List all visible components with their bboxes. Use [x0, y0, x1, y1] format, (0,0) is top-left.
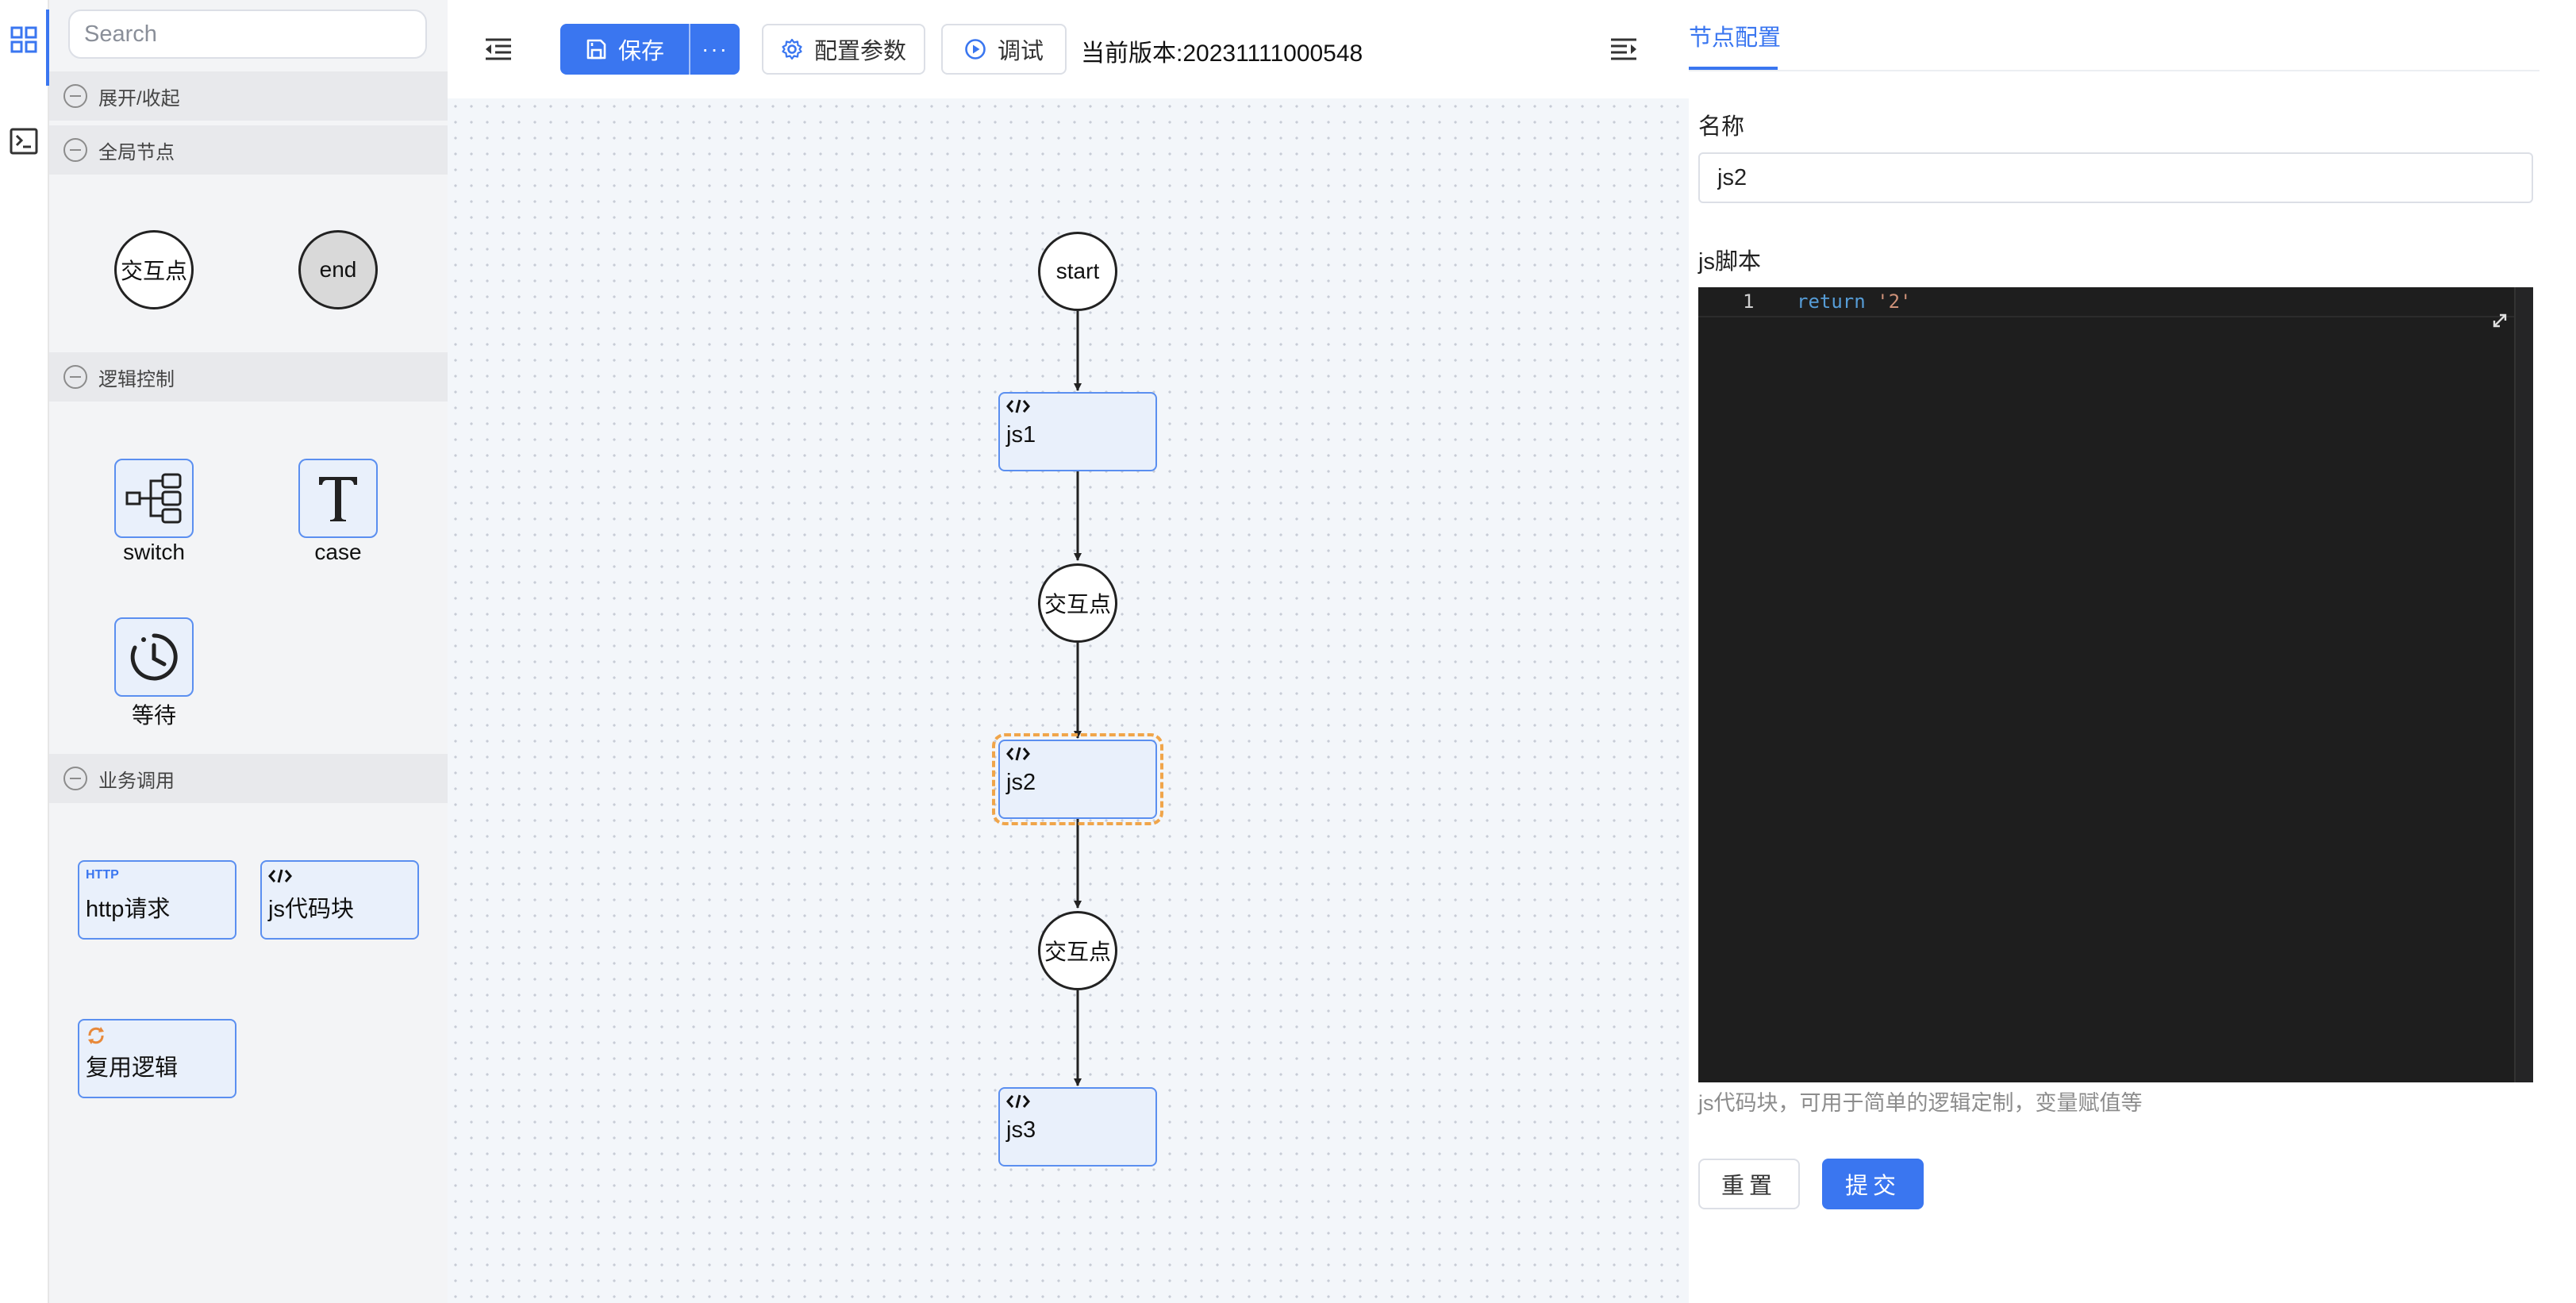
line-number: 1 [1743, 290, 1755, 313]
group-business-call[interactable]: 业务调用 [49, 754, 448, 803]
outdent-icon [486, 38, 511, 60]
flow-node-js1[interactable]: js1 [998, 392, 1157, 471]
current-line-highlight [1698, 287, 2516, 317]
node-label: js代码块 [268, 897, 354, 922]
name-input[interactable] [1698, 152, 2533, 203]
node-label: http请求 [86, 897, 171, 922]
palette-label-case: case [314, 540, 362, 564]
save-button[interactable]: 保存 [560, 24, 690, 75]
fullscreen-icon[interactable] [2490, 311, 2509, 330]
name-label: 名称 [1698, 114, 1745, 140]
indent-icon [1611, 38, 1636, 60]
timer-icon [130, 633, 178, 681]
node-label: js2 [1006, 770, 1036, 795]
gear-icon [782, 38, 802, 60]
rail-terminal-button[interactable] [0, 111, 48, 171]
node-label: js3 [1006, 1117, 1036, 1143]
flow-node-start[interactable]: start [1038, 232, 1117, 311]
collapse-sidebar-button[interactable] [479, 30, 517, 68]
palette-node-wait[interactable] [114, 617, 194, 697]
code-line: return '2' [1797, 290, 1912, 313]
palette-node-interact[interactable]: 交互点 [114, 230, 194, 309]
node-label: 复用逻辑 [86, 1055, 179, 1081]
palette-node-reuse[interactable]: 复用逻辑 [78, 1019, 236, 1098]
save-split-button: 保存 ··· [560, 24, 740, 75]
palette-label-wait: 等待 [131, 703, 176, 728]
tab-active-indicator [1689, 67, 1778, 70]
palette-node-case[interactable] [298, 459, 378, 538]
save-label: 保存 [617, 39, 664, 64]
palette-node-js[interactable]: js代码块 [260, 860, 419, 940]
toolbar: 保存 ··· 配置参数 调试 当前版本:20231111000548 [448, 0, 1689, 98]
script-hint: js代码块，可用于简单的逻辑定制，变量赋值等 [1698, 1091, 2143, 1115]
node-label: js1 [1006, 422, 1036, 448]
code-icon [1006, 1094, 1030, 1109]
search-input[interactable] [70, 11, 425, 57]
group-label: 全局节点 [98, 141, 175, 163]
toggle-config-panel-button[interactable] [1605, 30, 1643, 68]
node-label: 交互点 [1044, 592, 1111, 617]
code-keyword: return [1797, 290, 1866, 313]
switch-icon [125, 473, 182, 524]
code-string: '2' [1877, 290, 1912, 313]
script-label: js脚本 [1698, 249, 1761, 275]
collapse-circle-icon [63, 767, 87, 790]
node-label: start [1055, 259, 1100, 283]
palette-node-switch[interactable] [114, 459, 194, 538]
terminal-icon [10, 128, 38, 155]
collapse-circle-icon [63, 365, 87, 389]
text-t-icon [319, 477, 357, 521]
group-label: 业务调用 [98, 770, 175, 792]
config-tabbar: 节点配置 [1689, 0, 2539, 71]
save-icon [586, 39, 606, 60]
debug-label: 调试 [997, 39, 1044, 64]
flow-canvas[interactable]: start js1 交互点 js2 交互点 [448, 98, 1689, 1303]
submit-button[interactable]: 提交 [1822, 1159, 1924, 1209]
code-icon [1006, 399, 1030, 413]
collapse-circle-icon [63, 138, 87, 162]
node-palette: 展开/收起 全局节点 交互点 end 逻辑控制 [49, 0, 448, 1303]
palette-label-switch: switch [123, 540, 185, 564]
save-more-button[interactable]: ··· [702, 37, 729, 61]
flow-node-interact-1[interactable]: 交互点 [1038, 563, 1117, 643]
group-logic-control[interactable]: 逻辑控制 [49, 352, 448, 402]
activity-rail [0, 0, 49, 1303]
node-label: 交互点 [1044, 940, 1111, 964]
flow-node-js3[interactable]: js3 [998, 1087, 1157, 1167]
group-label: 逻辑控制 [98, 368, 175, 390]
code-icon [1006, 747, 1030, 761]
group-global-nodes[interactable]: 全局节点 [49, 125, 448, 175]
http-tag-icon: HTTP [86, 868, 119, 882]
script-editor[interactable]: 1 return '2' [1698, 287, 2533, 1082]
palette-node-http[interactable]: HTTP http请求 [78, 860, 236, 940]
editor-scrollbar[interactable] [2514, 287, 2533, 1082]
palette-node-end[interactable]: end [298, 230, 378, 309]
play-circle-icon [965, 39, 986, 60]
reuse-icon [88, 1027, 104, 1044]
current-version: 当前版本:20231111000548 [1081, 40, 1363, 67]
flow-node-js2[interactable]: js2 [992, 733, 1163, 825]
debug-button[interactable]: 调试 [941, 24, 1067, 75]
node-config-panel: 节点配置 名称 js脚本 1 return '2' js代码块，可用于简单的逻辑… [1689, 0, 2576, 1303]
group-toggle-all[interactable]: 展开/收起 [49, 71, 448, 121]
flow-edges [1074, 311, 1082, 1086]
group-label: 展开/收起 [98, 87, 180, 110]
reset-button[interactable]: 重置 [1698, 1159, 1800, 1209]
collapse-circle-icon [63, 84, 87, 108]
search-box [68, 10, 427, 59]
tab-node-config[interactable]: 节点配置 [1689, 25, 1782, 51]
grid-icon [10, 26, 37, 53]
node-label: 交互点 [120, 259, 187, 283]
config-params-button[interactable]: 配置参数 [762, 24, 925, 75]
node-label: end [319, 257, 357, 282]
code-icon [268, 869, 292, 883]
flow-node-interact-2[interactable]: 交互点 [1038, 911, 1117, 990]
rail-components-button[interactable] [0, 10, 49, 86]
config-params-label: 配置参数 [813, 39, 906, 64]
